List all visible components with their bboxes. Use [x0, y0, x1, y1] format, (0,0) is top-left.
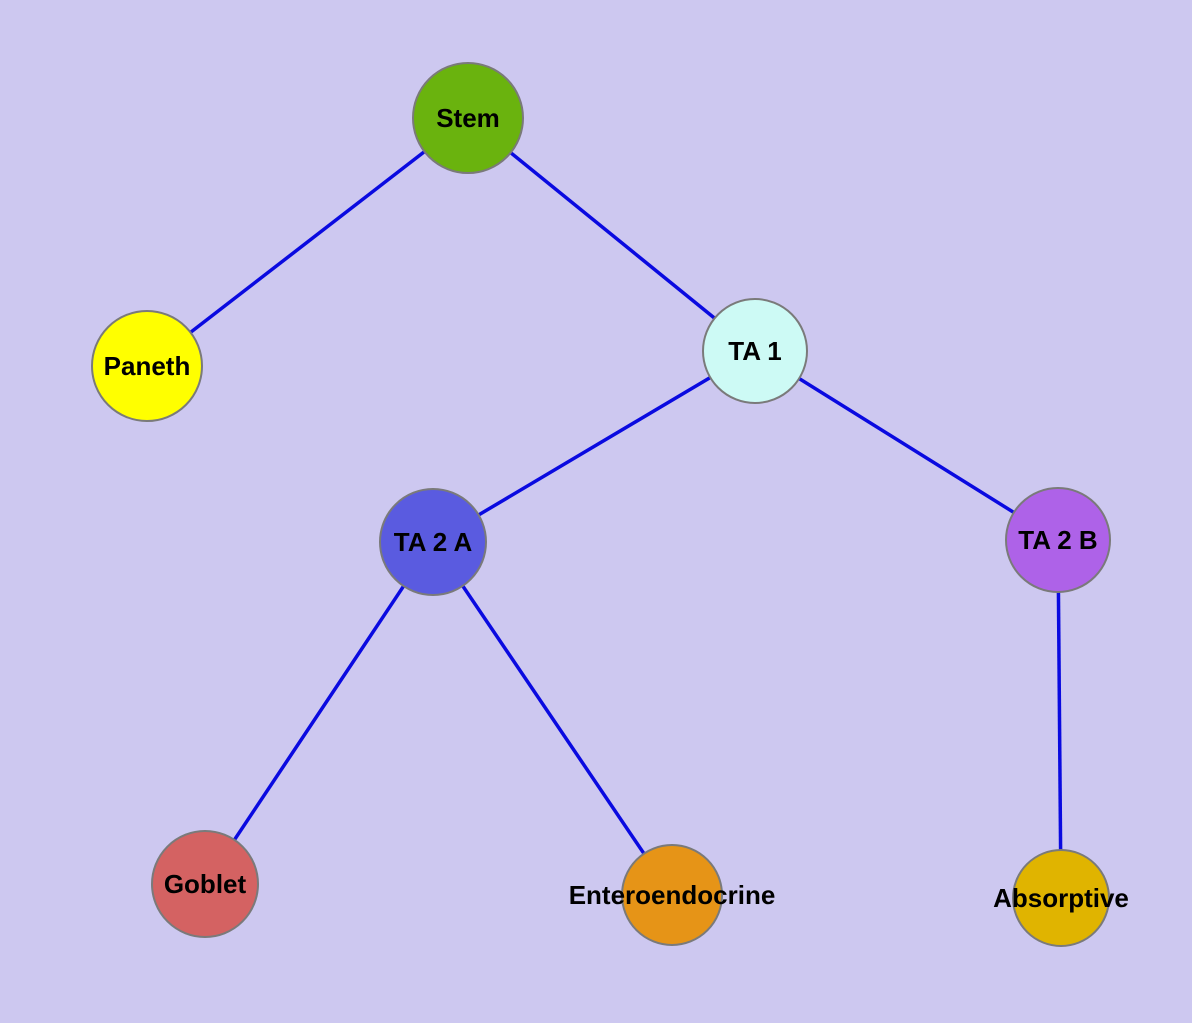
node-circle-ta2b[interactable]	[1005, 487, 1111, 593]
node-circle-stem[interactable]	[412, 62, 524, 174]
edge-ta1-ta2b[interactable]	[754, 349, 1059, 542]
edge-stem-paneth[interactable]	[145, 116, 470, 368]
edge-ta2a-enteroendocrine[interactable]	[431, 541, 674, 896]
edge-ta1-ta2a[interactable]	[432, 349, 756, 544]
node-ta2b[interactable]: TA 2 B	[1005, 487, 1111, 593]
node-goblet[interactable]: Goblet	[151, 830, 259, 938]
node-absorptive[interactable]: Absorptive	[993, 849, 1129, 947]
edge-ta2b-absorptive[interactable]	[1056, 539, 1063, 899]
node-stem[interactable]: Stem	[412, 62, 524, 174]
edges-layer	[145, 116, 1063, 899]
node-ta2a[interactable]: TA 2 A	[379, 488, 487, 596]
edge-ta2a-goblet[interactable]	[203, 541, 435, 885]
node-paneth[interactable]: Paneth	[91, 310, 203, 422]
node-circle-ta1[interactable]	[702, 298, 808, 404]
node-circle-ta2a[interactable]	[379, 488, 487, 596]
edge-stem-ta1[interactable]	[466, 116, 757, 353]
node-enteroendocrine[interactable]: Enteroendocrine	[569, 844, 776, 946]
node-circle-absorptive[interactable]	[1012, 849, 1110, 947]
node-circle-paneth[interactable]	[91, 310, 203, 422]
node-ta1[interactable]: TA 1	[702, 298, 808, 404]
node-circle-goblet[interactable]	[151, 830, 259, 938]
node-circle-enteroendocrine[interactable]	[621, 844, 723, 946]
